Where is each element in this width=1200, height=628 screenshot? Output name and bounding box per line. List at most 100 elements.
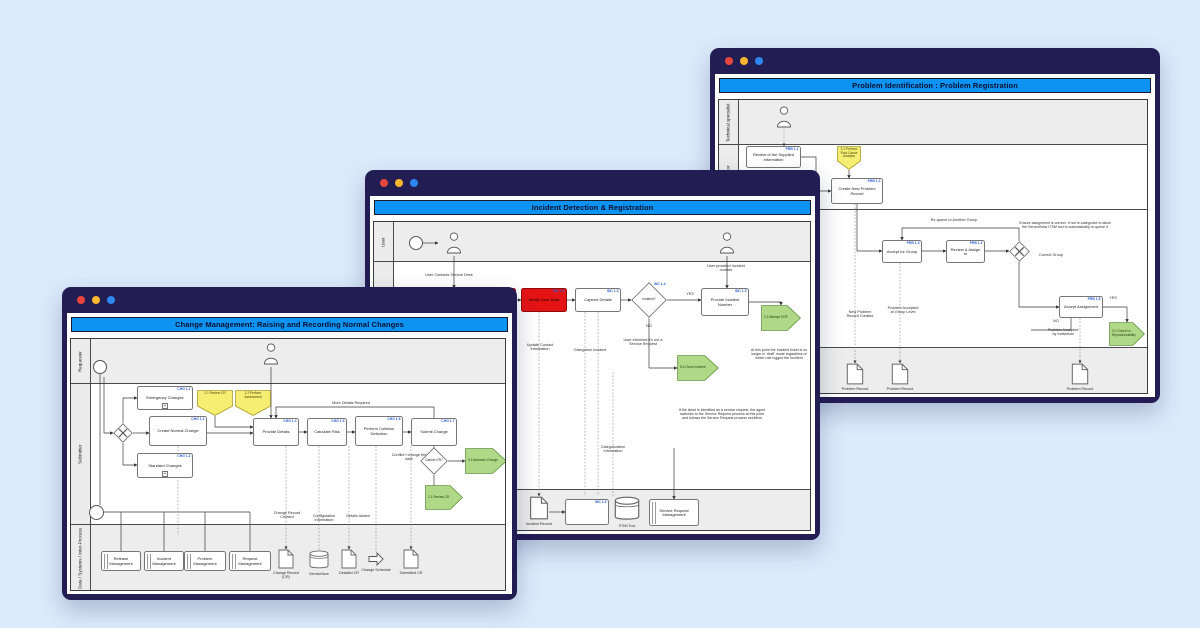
review-cr-green-connector[interactable]: 2.1 Review CR [425, 485, 463, 510]
red-dot[interactable] [77, 296, 85, 304]
perform-assessment-connector[interactable]: 2.2 Perform Assessment [235, 390, 271, 416]
node-caption: ITSM Tool [618, 523, 636, 528]
start-event[interactable] [93, 360, 107, 374]
accept-for-group-task[interactable]: Accept for Group PRB 1.3 [882, 240, 922, 263]
itsm-task[interactable]: INC 1.6 [565, 499, 609, 525]
close-incident-connector[interactable]: 5.6 Close Incident [677, 355, 719, 381]
no-label: NO [1053, 319, 1059, 323]
incident-gateway[interactable]: Incident?INC 1.4 [631, 282, 667, 318]
review-cr-connector[interactable]: 2.1 Review CR [197, 390, 233, 416]
change-schedule-arrow[interactable]: Change Schedule [361, 551, 391, 572]
blue-dot[interactable] [755, 57, 763, 65]
ensure-assignment-note: Ensure assignment is correct. If not re-… [1019, 221, 1111, 230]
servicenow-db[interactable]: ServiceNow [309, 550, 329, 576]
node-id-tag: INC 1.3 [607, 288, 619, 293]
problem-mgmt-task[interactable]: Problem Management [184, 551, 226, 571]
release-mgmt-task[interactable]: Release Management [101, 551, 141, 571]
yellow-dot[interactable] [740, 57, 748, 65]
blue-dot[interactable] [107, 296, 115, 304]
multi-instance-marker [186, 553, 191, 569]
problem-record-doc-2[interactable]: Problem Record [887, 363, 913, 391]
detailed-cr-doc[interactable]: Detailed CR [339, 549, 359, 575]
request-mgmt-task[interactable]: Request Management [229, 551, 271, 571]
task-label: Submit Change [420, 429, 448, 435]
start-event[interactable] [409, 236, 423, 250]
flow-edges [423, 241, 783, 514]
node-id-tag: INC 1.6 [595, 499, 607, 504]
categorize-incident-label: Categorize Incident [573, 348, 607, 352]
submit-change-task[interactable]: Submit Change CHG 1.7 [411, 418, 457, 446]
task-label: Review of the Supplied Information [753, 152, 794, 162]
attempt-sop-connector[interactable]: 2.2 Attempt SOP [761, 305, 801, 331]
problem-record-doc-3[interactable]: Problem Record [1067, 363, 1093, 391]
window-titlebar[interactable] [710, 48, 1160, 74]
change-type-gateway[interactable] [113, 423, 133, 443]
lane-label-column [71, 339, 91, 590]
task-label: Standard Changes [148, 462, 182, 468]
change-management-window: Change Management: Raising and Recording… [62, 287, 517, 600]
multi-instance-marker [651, 501, 656, 524]
node-id-tag: CHG 1.7 [441, 418, 455, 423]
red-dot[interactable] [725, 57, 733, 65]
perform-root-cause-connector[interactable]: 2.1 Perform Root Cause Analysis [837, 146, 861, 170]
task-label: Incident Management [152, 556, 176, 566]
task-label: Accept for Group [886, 248, 918, 254]
incident-mgmt-task[interactable]: Incident Management [144, 551, 184, 571]
correct-group-label: Correct Group [1038, 253, 1064, 257]
node-caption: Change Record (CR) [273, 570, 299, 579]
task-label: Calculate Risk [314, 429, 340, 435]
incident-record-doc[interactable]: Incident Record [526, 496, 552, 526]
correct-group-gateway[interactable] [1009, 241, 1030, 262]
lane-divider [719, 144, 1147, 145]
user-contacts-label: User Contacts Service Desk [425, 273, 473, 277]
swimlane [374, 222, 810, 262]
blue-dot[interactable] [410, 179, 418, 187]
submitted-cr-doc[interactable]: Submitted CR [400, 549, 422, 575]
service-request-mgmt-task[interactable]: Service Request Management [649, 499, 699, 526]
cancel-cr-gateway[interactable]: Cancel CR? [420, 447, 448, 475]
categorization-info-label: Categorization Information [600, 445, 626, 454]
node-caption: ServiceNow [309, 571, 329, 576]
link-event[interactable] [89, 505, 104, 520]
itsm-tool-db[interactable]: ITSM Tool [614, 496, 640, 528]
node-id-tag: PRB 1.1 [785, 146, 799, 151]
swimlane [71, 339, 505, 384]
node-id-tag: PRB 1.2 [867, 178, 881, 183]
problem-record-doc-1[interactable]: Problem Record [842, 363, 868, 391]
node-caption: Problem Record [886, 386, 914, 391]
node-id-tag: PRB 1.4 [969, 240, 983, 245]
check-reproduceability-connector[interactable]: 2.0 Check for Reproduceability [1109, 322, 1145, 346]
multi-instance-marker [231, 553, 236, 569]
details-added-label: Details Added [346, 514, 370, 518]
node-id-tag: PRB 1.3 [906, 240, 920, 245]
node-id-tag: CHG 1.6 [387, 416, 401, 421]
node-id-tag: CHG 1.1 [191, 416, 205, 421]
window-titlebar[interactable] [365, 170, 820, 196]
user-informed-label: User informed it's not a Service Request [623, 338, 663, 347]
red-dot[interactable] [380, 179, 388, 187]
node-id-tag: CHG 1.4 [283, 418, 297, 423]
change-record-doc[interactable]: Change Record (CR) [273, 549, 299, 579]
user-actor-2 [719, 232, 735, 254]
abandon-change-connector[interactable]: 3.3 Abandon Change [465, 448, 505, 474]
yellow-dot[interactable] [395, 179, 403, 187]
requester-actor [263, 343, 279, 365]
requeue-label: Re-queue to Another Group [930, 218, 978, 222]
yellow-dot[interactable] [92, 296, 100, 304]
window-titlebar[interactable] [62, 287, 517, 313]
node-id-tag: CHG 1.2 [177, 386, 191, 391]
